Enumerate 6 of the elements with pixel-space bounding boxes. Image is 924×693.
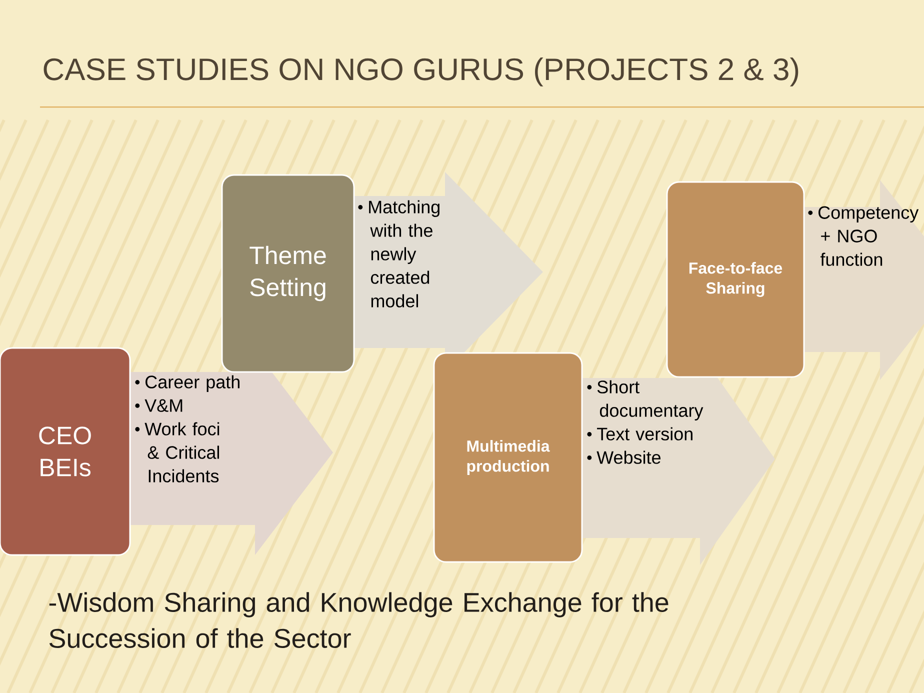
note: -Wisdom Sharing and Knowledge Exchange for the Succession of the Sector xyxy=(49,592,668,648)
step-box: Multimedia production xyxy=(433,352,583,563)
step-box: Theme Setting xyxy=(221,174,355,373)
step-box: Face-to-face Sharing xyxy=(666,181,805,378)
title: CASE STUDIES ON NGO GURUS (PROJECTS 2 & 3) xyxy=(44,58,798,86)
step-box: CEO BEIs xyxy=(0,347,131,556)
